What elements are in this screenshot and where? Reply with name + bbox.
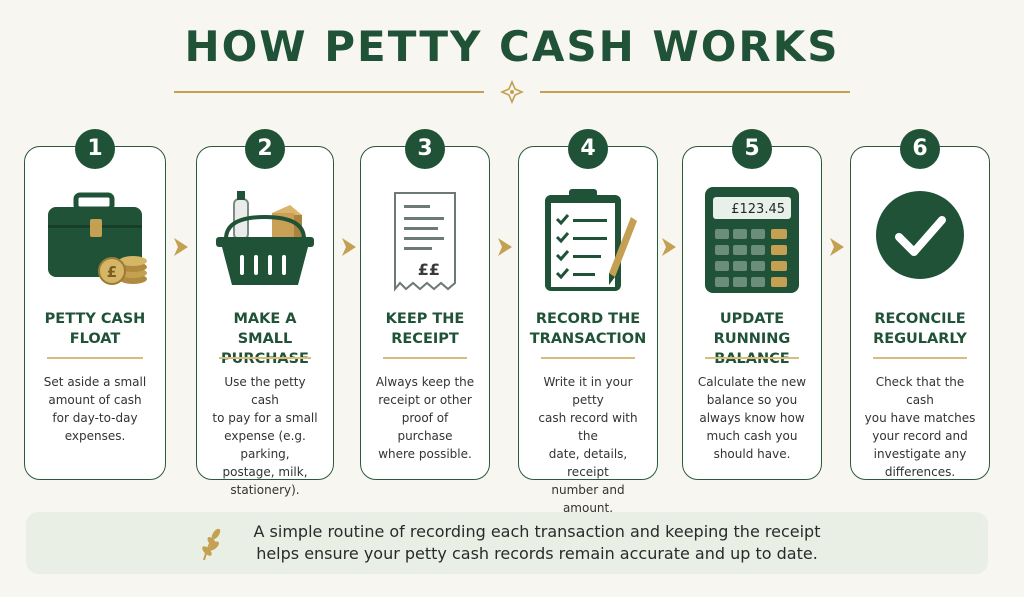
calculator-icon: £123.45 [705,187,799,293]
receipt-icon: ££ [394,192,456,292]
ornament-icon [500,80,524,104]
leaf-sprig-icon [202,528,221,561]
footer-note: A simple routine of recording each trans… [26,512,988,574]
arrow-right-icon [174,238,188,256]
arrow-right-icon [662,238,676,256]
shopping-basket-icon [216,191,314,285]
arrow-right-icon [342,238,356,256]
step-number-badge: 3 [405,129,445,169]
step-number-badge: 5 [732,129,772,169]
svg-text:££: ££ [418,260,440,279]
checkmark-icon [876,191,964,279]
cash-box-icon: £ [48,192,147,285]
footer-text: A simple routine of recording each trans… [253,522,821,563]
step-number-badge: 2 [245,129,285,169]
clipboard-icon [545,189,637,291]
arrow-right-icon [830,238,844,256]
svg-text:£: £ [107,263,117,281]
title-divider [174,80,850,104]
page-title: HOW PETTY CASH WORKS [184,22,840,71]
step-number-badge: 4 [568,129,608,169]
svg-text:£123.45: £123.45 [731,202,785,217]
arrow-right-icon [498,238,512,256]
step-number-badge: 1 [75,129,115,169]
step-number-badge: 6 [900,129,940,169]
